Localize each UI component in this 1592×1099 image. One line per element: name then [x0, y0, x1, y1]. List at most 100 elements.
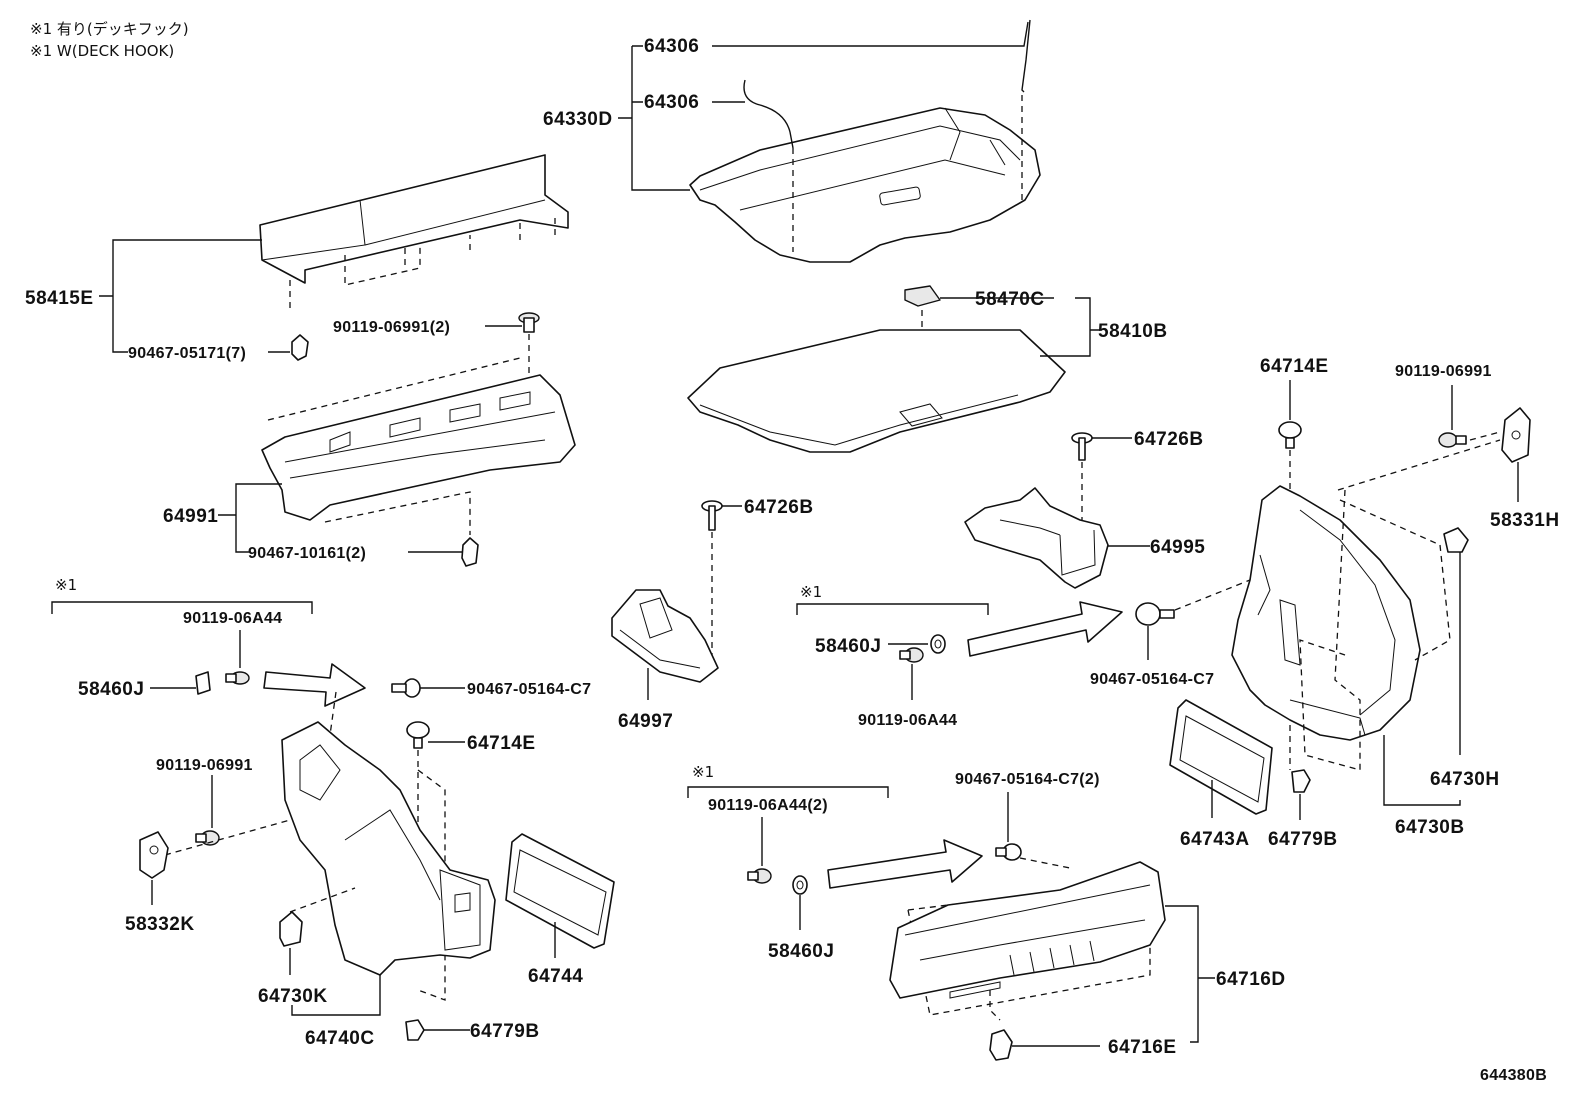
- leader-64991: [218, 483, 462, 553]
- cover-64743A-part: [1169, 699, 1273, 815]
- deck-board-58410B-part: [687, 329, 1066, 453]
- label-64726B-right: 64726B: [1134, 429, 1204, 450]
- note-deck-hook-en: ※1 W(DECK HOOK): [30, 42, 174, 60]
- group-mark-middle-right: ※1: [800, 583, 822, 601]
- hidden-edge-left-clip: [329, 691, 337, 736]
- label-58460J-left: 58460J: [78, 679, 144, 700]
- hidden-edge-64730B: [1299, 489, 1451, 771]
- hook-58332K-part: [139, 831, 169, 879]
- group-mark-left: ※1: [55, 576, 77, 594]
- clip-90467-10161-part: [461, 537, 479, 567]
- label-58470C: 58470C: [975, 289, 1045, 310]
- bracket-middle-right-group: [796, 603, 989, 615]
- label-90119-06991-right: 90119-06991: [1395, 363, 1492, 380]
- leader-64740C: [291, 975, 381, 1016]
- bolt-90119-06991-2-part: [518, 312, 540, 333]
- group-mark-bottom-middle: ※1: [692, 763, 714, 781]
- label-90119-06A44-2: 90119-06A44(2): [708, 797, 828, 814]
- replace-arrow-bottom: [827, 839, 983, 889]
- hidden-edge-58331H: [1337, 431, 1501, 491]
- label-58410B: 58410B: [1098, 321, 1168, 342]
- label-90467-05171: 90467-05171(7): [128, 345, 246, 362]
- label-64726B-middle: 64726B: [744, 497, 814, 518]
- bolt-90119-06A44-2-part: [747, 868, 772, 884]
- tonneau-cord-part: [743, 19, 1031, 252]
- nut-58460J-middle-part: [930, 634, 946, 654]
- label-64997: 64997: [618, 711, 673, 732]
- label-64740C: 64740C: [305, 1028, 375, 1049]
- label-90119-06A44-left: 90119-06A44: [183, 610, 282, 627]
- nut-58460J-left-part: [195, 671, 211, 695]
- hidden-edge-64991-top: [267, 334, 530, 421]
- label-90467-05164-2: 90467-05164-C7(2): [955, 771, 1100, 788]
- nut-58460J-bottom-part: [792, 875, 808, 895]
- bolt-90119-06991-left-part: [195, 830, 220, 846]
- diagram-id: 644380B: [1480, 1067, 1547, 1084]
- clip-64726B-right-part: [1071, 432, 1093, 461]
- bolt-90119-06991-right-part: [1438, 432, 1467, 448]
- hook-58470C-part: [904, 285, 941, 307]
- bracket-64997-part: [611, 589, 719, 683]
- replace-arrow-left: [263, 663, 366, 707]
- label-64743A: 64743A: [1180, 829, 1250, 850]
- trim-panel-64991-part: [261, 374, 576, 521]
- hidden-edge-64716D: [907, 857, 1151, 1021]
- bolt-90119-06A44-left-part: [225, 671, 250, 685]
- label-64330D: 64330D: [543, 109, 613, 130]
- tonneau-cover-part: [689, 107, 1041, 263]
- hidden-edge-64730K: [289, 887, 356, 913]
- label-58415E: 58415E: [25, 288, 94, 309]
- hook-58331H-part: [1501, 407, 1531, 463]
- sill-trim-64716D-part: [889, 861, 1166, 999]
- label-64779B-left: 64779B: [470, 1021, 540, 1042]
- clip-64730H-part: [1443, 527, 1469, 553]
- label-64716E: 64716E: [1108, 1037, 1177, 1058]
- label-58460J-bottom: 58460J: [768, 941, 834, 962]
- label-64991: 64991: [163, 506, 218, 527]
- label-64306-a: 64306: [644, 36, 699, 57]
- label-58460J-middle: 58460J: [815, 636, 881, 657]
- label-90467-05164-left: 90467-05164-C7: [467, 681, 591, 698]
- clip-64779B-left-part: [405, 1019, 425, 1041]
- luggage-trim-upper-part: [259, 154, 569, 284]
- leader-64330D: [618, 45, 690, 191]
- leader-64306-a: [712, 21, 1029, 47]
- label-64730B: 64730B: [1395, 817, 1465, 838]
- label-90119-06991-left: 90119-06991: [156, 757, 253, 774]
- clip-64716E-part: [989, 1029, 1013, 1061]
- label-90119-06A44-middle: 90119-06A44: [858, 712, 957, 729]
- label-64714E-right: 64714E: [1260, 356, 1329, 377]
- label-64744: 64744: [528, 966, 583, 987]
- label-64730K: 64730K: [258, 986, 328, 1007]
- hidden-edge-58415E: [289, 218, 556, 310]
- clip-64714E-right-part: [1278, 421, 1302, 449]
- quarter-trim-64730B-part: [1231, 485, 1421, 741]
- clip-64714E-left-part: [406, 721, 430, 749]
- leader-58410B: [1040, 297, 1100, 357]
- label-64730H: 64730H: [1430, 769, 1500, 790]
- clip-90467-05164-left-part: [391, 678, 421, 698]
- clip-64730K-part: [279, 911, 303, 947]
- label-90467-10161: 90467-10161(2): [248, 545, 366, 562]
- hidden-edge-58332K: [164, 819, 291, 856]
- clip-64779B-right-part: [1291, 769, 1311, 793]
- note-deck-hook-jp: ※1 有り(デッキフック): [30, 20, 189, 38]
- replace-arrow-middle-right: [967, 601, 1123, 657]
- quarter-trim-64740C-part: [281, 721, 496, 976]
- label-64714E-left: 64714E: [467, 733, 536, 754]
- clip-64726B-middle-part: [701, 500, 723, 531]
- label-64995: 64995: [1150, 537, 1205, 558]
- bracket-64995-part: [964, 487, 1109, 589]
- label-64306-b: 64306: [644, 92, 699, 113]
- bracket-left-group: [51, 601, 313, 614]
- label-90467-05164-right: 90467-05164-C7: [1090, 671, 1214, 688]
- leader-58415E: [99, 239, 290, 353]
- bracket-bottom-middle-group: [687, 786, 889, 798]
- bolt-90119-06A44-middle-part: [899, 647, 924, 663]
- label-58331H: 58331H: [1490, 510, 1560, 531]
- hidden-edge-64991-bottom: [324, 491, 471, 535]
- clip-90467-05171-part: [291, 334, 309, 361]
- cover-64744-part: [505, 833, 615, 949]
